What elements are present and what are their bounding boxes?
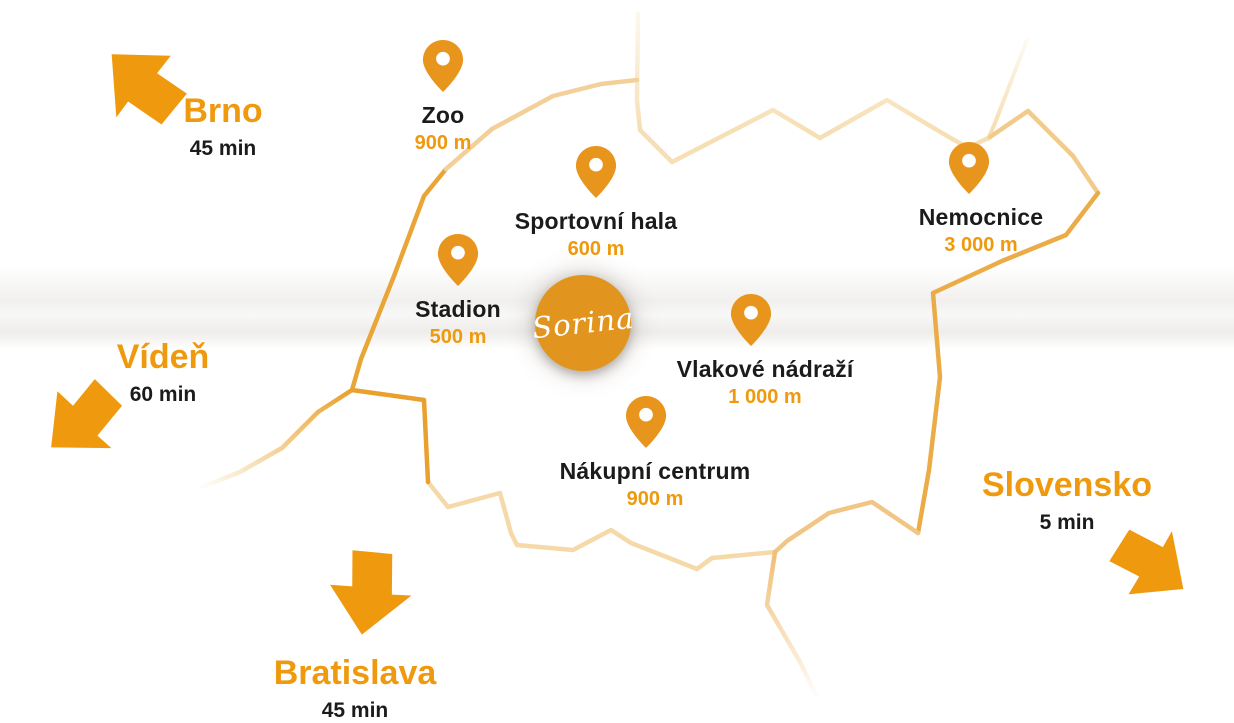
map-pin-icon <box>437 234 479 286</box>
poi-distance: 900 m <box>626 488 684 510</box>
poi-label: Stadion <box>415 296 501 322</box>
destination-travel-time: 60 min <box>129 383 197 407</box>
destination-label: Vídeň <box>116 338 210 376</box>
destination-label: Slovensko <box>981 466 1153 504</box>
destination-label: Bratislava <box>273 654 437 692</box>
poi-stadion: Stadion 500 m <box>338 234 578 349</box>
poi-distance: 900 m <box>414 132 472 154</box>
map-pin-icon <box>422 40 464 92</box>
poi-label: Sportovní hala <box>514 208 678 234</box>
destination-travel-time: 45 min <box>321 699 389 723</box>
poi-nemocnice: Nemocnice 3 000 m <box>861 142 1101 257</box>
map-pin-icon <box>948 142 990 194</box>
map-pin-icon <box>625 396 667 448</box>
map-pin-icon <box>575 146 617 198</box>
poi-label: Nemocnice <box>918 204 1044 230</box>
poi-distance: 3 000 m <box>944 234 1018 256</box>
direction-arrow-icon <box>330 550 412 635</box>
poi-zoo: Zoo 900 m <box>323 40 563 155</box>
direction-arrow-icon <box>51 379 123 449</box>
poi-distance: 600 m <box>567 238 625 260</box>
poi-nakupni-centrum: Nákupní centrum 900 m <box>535 396 775 511</box>
poi-vlakove-nadrazi: Vlakové nádraží 1 000 m <box>645 294 885 409</box>
direction-arrow-icon <box>111 54 187 125</box>
brand-name: Sorina <box>530 300 636 346</box>
brand-circle: Sorina <box>530 275 636 371</box>
destination-travel-time: 45 min <box>189 137 257 161</box>
poi-distance: 1 000 m <box>728 386 802 408</box>
poi-label: Zoo <box>421 102 465 128</box>
poi-label: Vlakové nádraží <box>676 356 854 382</box>
map-pin-icon <box>730 294 772 346</box>
poi-label: Nákupní centrum <box>559 458 751 484</box>
destination-label: Brno <box>183 92 263 130</box>
destination-travel-time: 5 min <box>1039 511 1095 535</box>
poi-distance: 500 m <box>429 326 487 348</box>
direction-arrow-icon <box>1109 529 1184 595</box>
poi-sportovni-hala: Sportovní hala 600 m <box>476 146 716 261</box>
